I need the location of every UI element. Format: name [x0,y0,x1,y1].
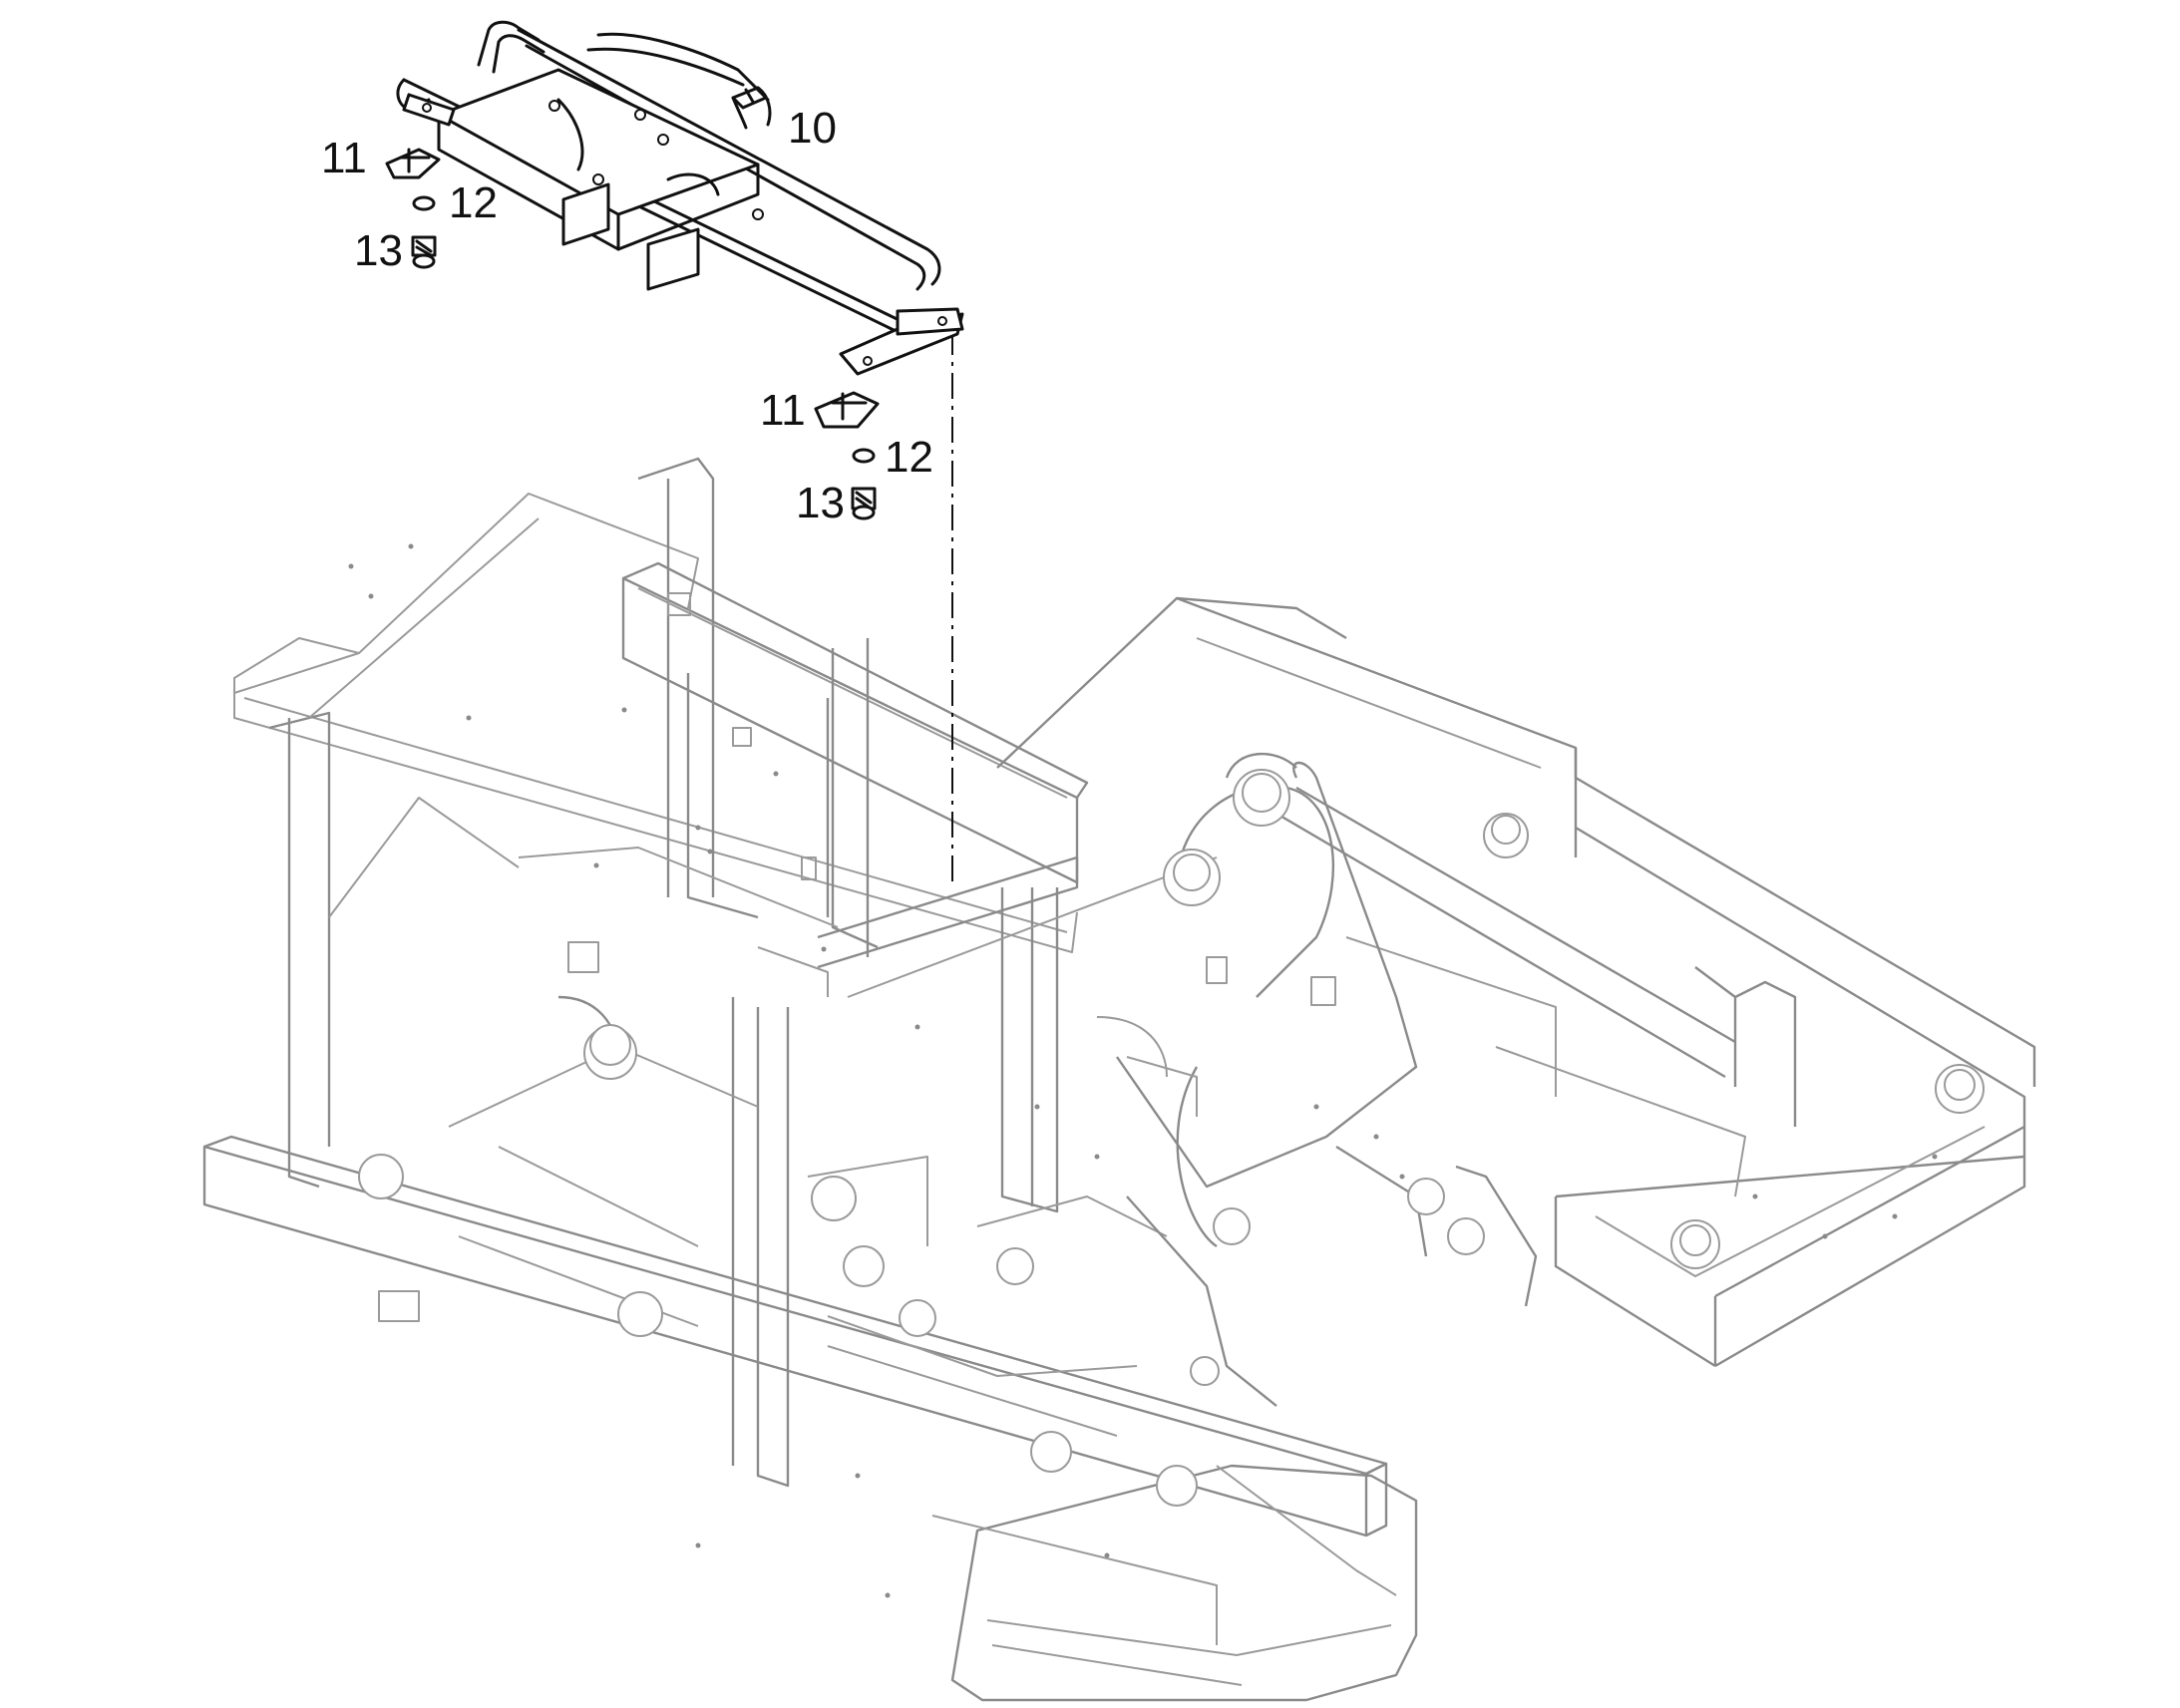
bracket-plate-11-top [385,148,441,179]
callout-11-top: 11 [321,134,367,182]
bolt-13-bottom [851,487,877,520]
washer-12-bottom [852,448,876,464]
callout-13-bottom: 13 [796,479,845,527]
callout-12-top: 12 [449,178,498,227]
handrail-assembly [396,20,964,376]
fastener-set-top [385,148,441,269]
washer-12-top [412,195,436,211]
fastener-set-bottom [814,391,880,520]
callout-12-bottom: 12 [885,433,933,482]
callout-11-bottom: 11 [760,386,806,435]
callout-10: 10 [788,104,837,153]
upper-structure-frame [202,457,2036,1702]
callout-13-top: 13 [354,226,403,275]
bracket-plate-11-bottom [814,391,880,429]
bolt-13-top [411,235,437,269]
